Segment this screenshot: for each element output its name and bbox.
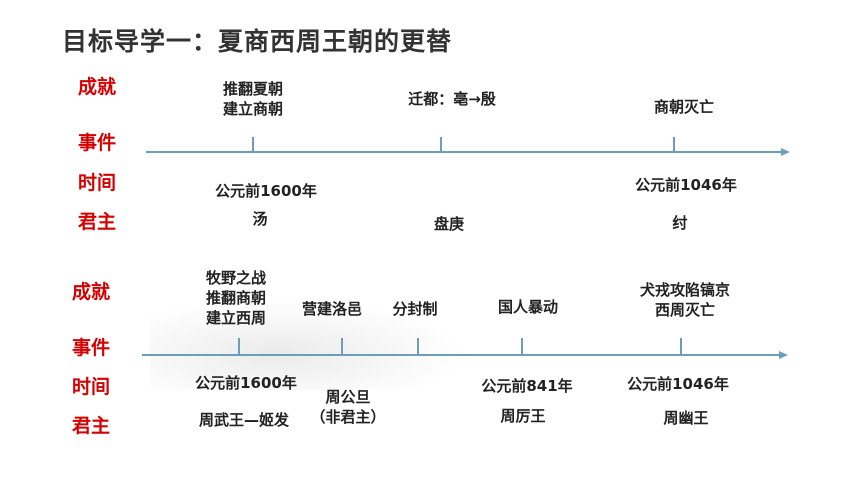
shang-ruler-tang: 汤 — [252, 210, 268, 228]
zhou-tick — [417, 338, 419, 354]
shang-timeline-arrow — [781, 148, 790, 156]
label-time-zhou: 时间 — [72, 376, 111, 398]
shang-tick — [252, 137, 254, 153]
zhou-event-muye: 牧野之战 推翻商朝 建立西周 — [206, 268, 266, 328]
label-event-shang: 事件 — [78, 132, 117, 154]
event-line: 犬戎攻陷镐京 — [639, 281, 731, 299]
zhou-tick — [238, 338, 240, 354]
shang-timeline-axis — [146, 151, 782, 153]
shang-tick — [673, 137, 675, 153]
shang-event-fall: 商朝灭亡 — [653, 98, 715, 116]
zhou-timeline-arrow — [779, 351, 788, 359]
zhou-ruler-liwang: 周厉王 — [500, 407, 546, 425]
zhou-event-luoyi: 营建洛邑 — [301, 300, 363, 318]
event-line: 建立西周 — [205, 309, 267, 327]
shang-event-move-capital: 迁都：亳→殷 — [408, 90, 496, 108]
label-ruler-shang: 君主 — [78, 211, 117, 233]
shang-ruler-pangeng: 盘庚 — [433, 215, 465, 233]
zhou-time-841: 公元前841年 — [481, 377, 573, 395]
label-achievement-zhou: 成就 — [72, 281, 111, 303]
label-ruler-zhou: 君主 — [72, 415, 111, 437]
zhou-event-fall: 犬戎攻陷镐京 西周灭亡 — [640, 280, 730, 320]
zhou-ruler-wuwang: 周武王—姬发 — [198, 411, 290, 429]
ruler-line: （非君主） — [310, 408, 386, 426]
zhou-event-fengjian: 分封制 — [392, 300, 438, 318]
zhou-tick — [341, 338, 343, 354]
shang-time-start: 公元前1600年 — [215, 182, 317, 200]
label-achievement-shang: 成就 — [78, 76, 117, 98]
event-line: 牧野之战 — [205, 269, 267, 287]
zhou-time-start: 公元前1600年 — [195, 374, 297, 392]
zhou-timeline-axis — [142, 354, 780, 356]
shang-ruler-zhou: 纣 — [672, 214, 688, 232]
event-line: 推翻商朝 — [205, 289, 267, 307]
label-event-zhou: 事件 — [72, 337, 111, 359]
shang-event-overthrow-xia: 推翻夏朝 建立商朝 — [223, 79, 283, 119]
event-line: 西周灭亡 — [654, 301, 716, 319]
zhou-tick — [680, 338, 682, 354]
event-line: 推翻夏朝 — [222, 80, 284, 98]
background-mist — [150, 300, 470, 390]
ruler-line: 周公旦 — [325, 388, 371, 406]
slide-title: 目标导学一：夏商西周王朝的更替 — [62, 27, 453, 56]
zhou-time-1046: 公元前1046年 — [627, 375, 729, 393]
zhou-ruler-youwang: 周幽王 — [663, 409, 709, 427]
zhou-tick — [521, 338, 523, 354]
label-time-shang: 时间 — [78, 172, 117, 194]
shang-time-end: 公元前1046年 — [635, 176, 737, 194]
shang-tick — [440, 137, 442, 153]
zhou-event-uprising: 国人暴动 — [497, 298, 559, 316]
zhou-ruler-zhougong: 周公旦 （非君主） — [310, 387, 385, 427]
event-line: 建立商朝 — [222, 100, 284, 118]
